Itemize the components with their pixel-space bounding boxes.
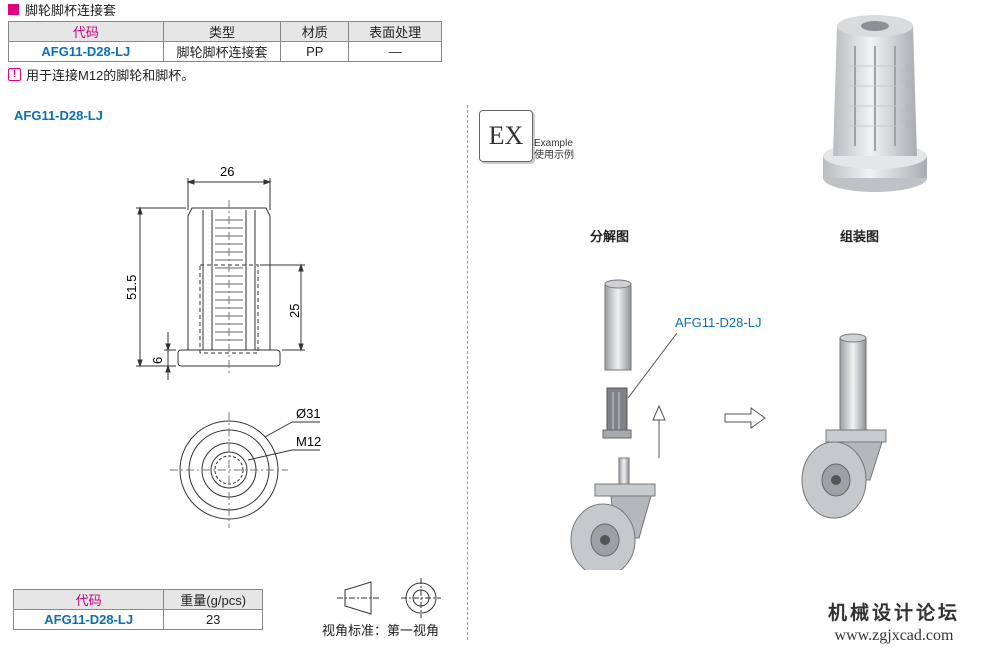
- assembled-view-image: [801, 333, 887, 519]
- weight-cell-weight: 23: [163, 609, 263, 630]
- projection-symbol-icon: [337, 578, 441, 618]
- example-caption-en: Example: [534, 138, 573, 149]
- spec-header-finish: 表面处理: [348, 21, 442, 42]
- weight-table: 代码 重量(g/pcs) AFG11-D28-LJ 23: [12, 589, 263, 630]
- weight-cell-code: AFG11-D28-LJ: [12, 609, 165, 630]
- assembled-view-label: 组装图: [840, 229, 880, 244]
- section-title: 脚轮脚杯连接套: [8, 0, 116, 19]
- dim-width-label: 26: [220, 164, 234, 179]
- watermark: 机械设计论坛 www.zgjxcad.com: [790, 598, 998, 645]
- spec-cell-material: PP: [280, 41, 350, 62]
- spec-table: 代码 类型 材质 表面处理 AFG11-D28-LJ 脚轮脚杯连接套 PP —: [8, 21, 442, 62]
- watermark-url: www.zgjxcad.com: [834, 627, 954, 644]
- watermark-title: 机械设计论坛: [827, 602, 960, 624]
- spec-header-material: 材质: [280, 21, 350, 42]
- product-image: [823, 15, 927, 192]
- section-title-text: 脚轮脚杯连接套: [25, 3, 117, 18]
- dim-diameter-label: Ø31: [296, 406, 321, 421]
- dim-inner-label: 25: [287, 304, 302, 318]
- spec-cell-code: AFG11-D28-LJ: [8, 41, 164, 62]
- spec-header-type: 类型: [162, 21, 282, 42]
- exploded-view-image: [570, 279, 766, 570]
- model-heading: AFG11-D28-LJ: [14, 108, 103, 123]
- weight-header-weight: 重量(g/pcs): [163, 589, 263, 610]
- example-caption-cn: 使用示例: [534, 150, 574, 161]
- part-callout-label: AFG11-D28-LJ: [675, 315, 762, 330]
- dim-base-label: 6: [150, 357, 165, 364]
- column-divider: [467, 105, 468, 640]
- example-badge: EX: [479, 110, 533, 162]
- technical-drawing: 26 51.5 25 6 Ø31 M12: [124, 164, 321, 528]
- view-standard: 视角标准：第一视角: [322, 623, 440, 638]
- warning-icon: !: [8, 68, 21, 81]
- spec-cell-finish: —: [348, 41, 442, 62]
- exploded-view-label: 分解图: [590, 229, 630, 244]
- dim-thread-label: M12: [296, 434, 321, 449]
- example-caption: Example 使用示例: [534, 138, 574, 162]
- usage-note: ! 用于连接M12的脚轮和脚杯。: [8, 65, 194, 84]
- usage-note-text: 用于连接M12的脚轮和脚杯。: [26, 68, 195, 83]
- spec-cell-type: 脚轮脚杯连接套: [162, 41, 282, 62]
- section-marker-icon: [8, 4, 19, 15]
- spec-header-code: 代码: [8, 21, 164, 42]
- weight-header-code: 代码: [12, 589, 165, 610]
- dim-height-label: 51.5: [124, 275, 139, 300]
